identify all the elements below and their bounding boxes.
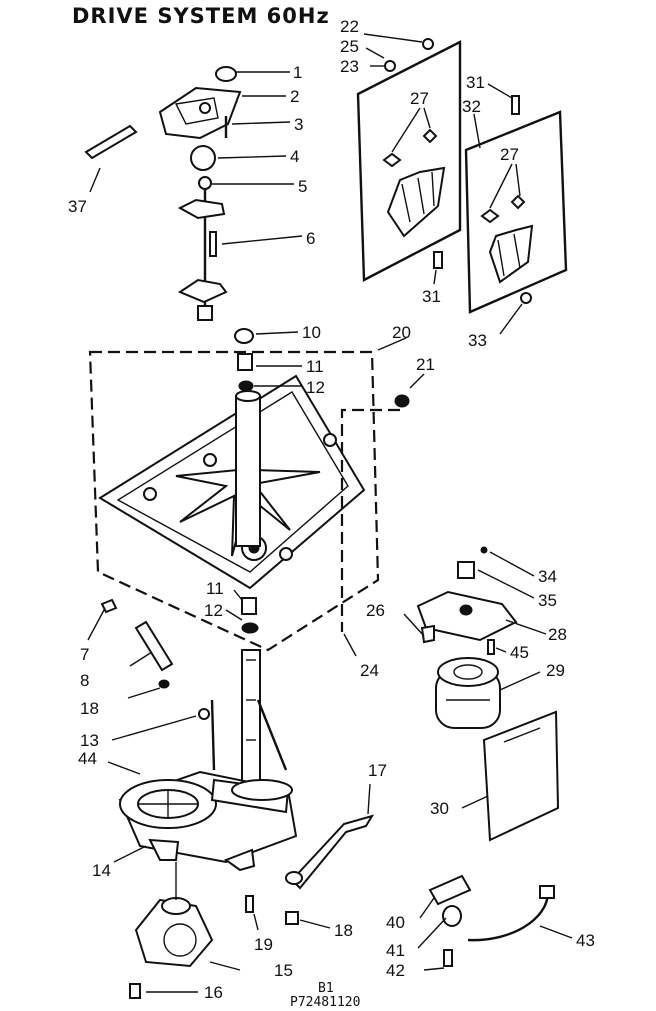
callout: 26 <box>366 601 385 620</box>
lid-switch-assembly <box>84 66 242 321</box>
callout: 12 <box>306 378 325 397</box>
diagram-title: DRIVE SYSTEM 60Hz <box>72 4 330 28</box>
callout: 24 <box>360 661 379 680</box>
callout: 16 <box>204 983 223 1002</box>
callout: 7 <box>80 645 89 664</box>
callout: 12 <box>204 601 223 620</box>
callout: 33 <box>468 331 487 350</box>
callout-labels: 1 2 3 4 5 6 37 22 25 23 27 31 32 27 31 3… <box>68 17 595 1002</box>
callout: 40 <box>386 913 405 932</box>
callout: 42 <box>386 961 405 980</box>
callout: 17 <box>368 761 387 780</box>
callout: 1 <box>293 63 302 82</box>
callout: 27 <box>500 145 519 164</box>
callout: 32 <box>462 97 481 116</box>
callout: 10 <box>302 323 321 342</box>
callout: 37 <box>68 197 87 216</box>
callout: 2 <box>290 87 299 106</box>
gearcase-assembly <box>100 598 375 999</box>
callout: 28 <box>548 625 567 644</box>
callout: 22 <box>340 17 359 36</box>
callout: 45 <box>510 643 529 662</box>
motor-assembly <box>416 546 560 967</box>
callout: 8 <box>80 671 89 690</box>
agitator-dogs-box-left <box>356 38 462 282</box>
callout: 18 <box>334 921 353 940</box>
callout: 6 <box>306 229 315 248</box>
callout: 18 <box>80 699 99 718</box>
callout: 20 <box>392 323 411 342</box>
callout: 19 <box>254 935 273 954</box>
callout: 3 <box>294 115 303 134</box>
callout: 44 <box>78 749 97 768</box>
callout: 13 <box>80 731 99 750</box>
callout: 5 <box>298 177 307 196</box>
callout: 14 <box>92 861 111 880</box>
footer-code-b1: B1 <box>318 981 334 996</box>
callout: 21 <box>416 355 435 374</box>
callout: 43 <box>576 931 595 950</box>
callout: 27 <box>410 89 429 108</box>
callout: 35 <box>538 591 557 610</box>
callout: 25 <box>340 37 359 56</box>
callout: 31 <box>422 287 441 306</box>
callout: 15 <box>274 961 293 980</box>
callout: 11 <box>306 357 324 376</box>
callout: 34 <box>538 567 557 586</box>
footer-code-part-number: P72481120 <box>290 995 360 1010</box>
callout: 41 <box>386 941 405 960</box>
callout: 29 <box>546 661 565 680</box>
callout: 23 <box>340 57 359 76</box>
callout: 4 <box>290 147 299 166</box>
transmission-plate-assembly <box>88 328 410 652</box>
leader-lines <box>87 33 573 993</box>
callout: 11 <box>206 579 224 598</box>
callout: 31 <box>466 73 485 92</box>
agitator-dogs-box-right <box>464 95 568 314</box>
callout: 30 <box>430 799 449 818</box>
